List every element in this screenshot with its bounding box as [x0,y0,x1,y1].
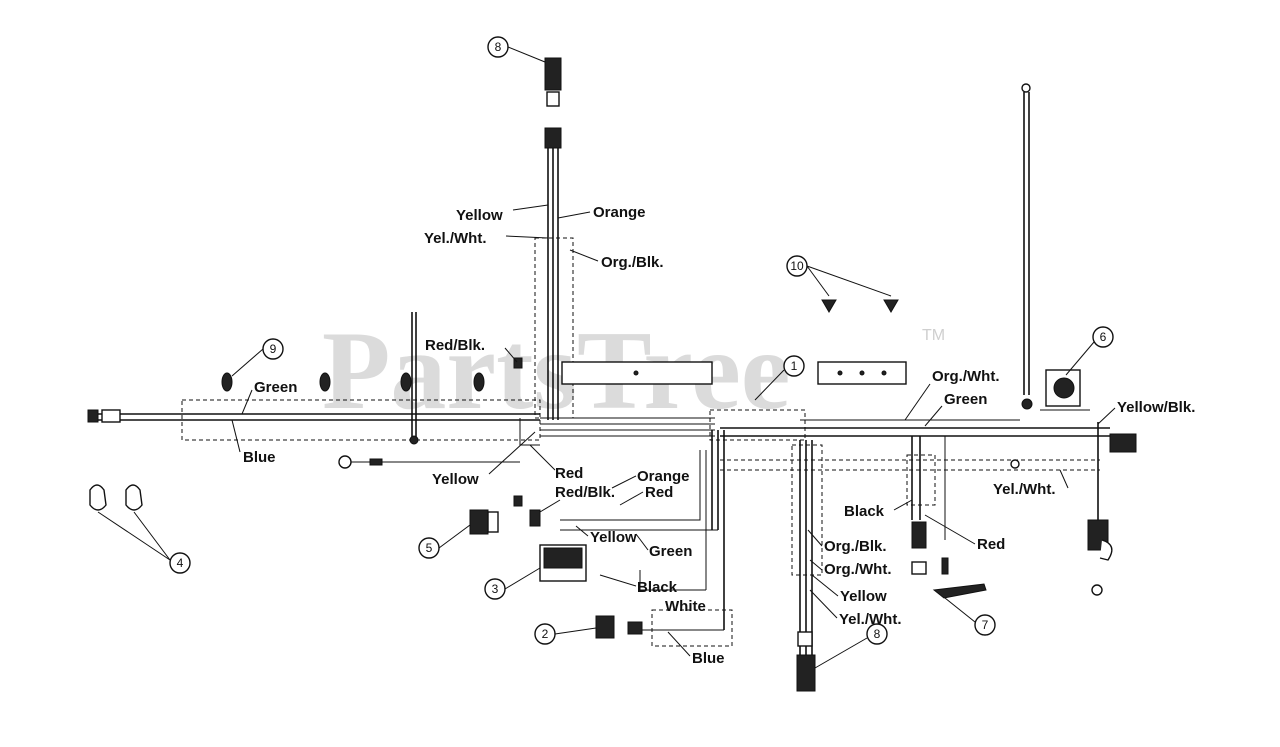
label-blue-low: Blue [692,650,725,667]
label-yellow-low: Yellow [590,529,637,546]
watermark-trademark: TM [922,327,945,344]
callout-2: 2 [542,627,549,641]
label-green-right: Green [944,391,987,408]
solenoid-right [1087,519,1113,596]
part-3-relay [539,544,587,582]
part-8-top-switch [544,57,562,107]
connector-red-blk [513,357,523,369]
label-black-low: Black [637,579,678,596]
label-red-blk-left: Red/Blk. [425,337,485,354]
brackets [561,361,907,385]
label-yellow-blk-right: Yellow/Blk. [1117,399,1195,416]
part-2-plug [595,615,643,639]
wire-labels: Yellow Orange Yel./Wht. Org./Blk. Red/Bl… [231,204,1195,667]
label-orange-mid: Orange [637,468,690,485]
part-5-connector [469,509,499,535]
callout-7: 7 [982,618,989,632]
callout-5: 5 [426,541,433,555]
label-org-wht-right2: Org./Wht. [824,561,892,578]
callout-9: 9 [270,342,277,356]
label-yellow-right2: Yellow [840,588,887,605]
callout-6: 6 [1100,330,1107,344]
label-yellow-mid: Yellow [432,471,479,488]
label-org-blk-right: Org./Blk. [824,538,887,555]
part-8-bottom-switch [796,631,816,692]
label-green-low: Green [649,543,692,560]
label-yel-wht-right2: Yel./Wht. [839,611,902,628]
rod [409,312,419,445]
label-yellow-top: Yellow [456,207,503,224]
callout-3: 3 [492,582,499,596]
part-4-bulbs [89,484,143,511]
callout-1: 1 [791,359,798,373]
part-9-tabs [221,372,485,392]
main-harness [87,399,1137,520]
drop-harness [560,430,946,665]
label-red-right: Red [977,536,1005,553]
connector-yellow [513,495,523,507]
label-orange-top: Orange [593,204,646,221]
label-yel-wht-top: Yel./Wht. [424,230,487,247]
callout-8-top: 8 [495,40,502,54]
callout-8-bottom: 8 [874,627,881,641]
part-7-key [932,583,987,599]
label-white-low: White [665,598,706,615]
label-blue-left: Blue [243,449,276,466]
part-10-screws [821,299,899,313]
label-org-blk-top: Org./Blk. [601,254,664,271]
connector-org-wht [911,561,927,575]
callout-4: 4 [177,556,184,570]
label-org-wht-right: Org./Wht. [932,368,1000,385]
vertical-riser [519,127,574,446]
label-yel-wht-right: Yel./Wht. [993,481,1056,498]
connector-red-blk-mid [529,509,541,527]
label-red-mid2: Red [645,484,673,501]
label-green-left: Green [254,379,297,396]
connector-black [911,521,927,549]
label-red-mid: Red [555,465,583,482]
part-6-module [1040,369,1090,411]
label-red-blk-mid: Red/Blk. [555,484,615,501]
ring-terminal-right [1010,459,1020,469]
callout-10: 10 [790,259,804,273]
callouts: 8 9 1 10 6 4 5 3 2 8 7 [97,36,1114,669]
label-black-right: Black [844,503,885,520]
connector-red [941,557,949,575]
ground-wire [1021,83,1033,410]
